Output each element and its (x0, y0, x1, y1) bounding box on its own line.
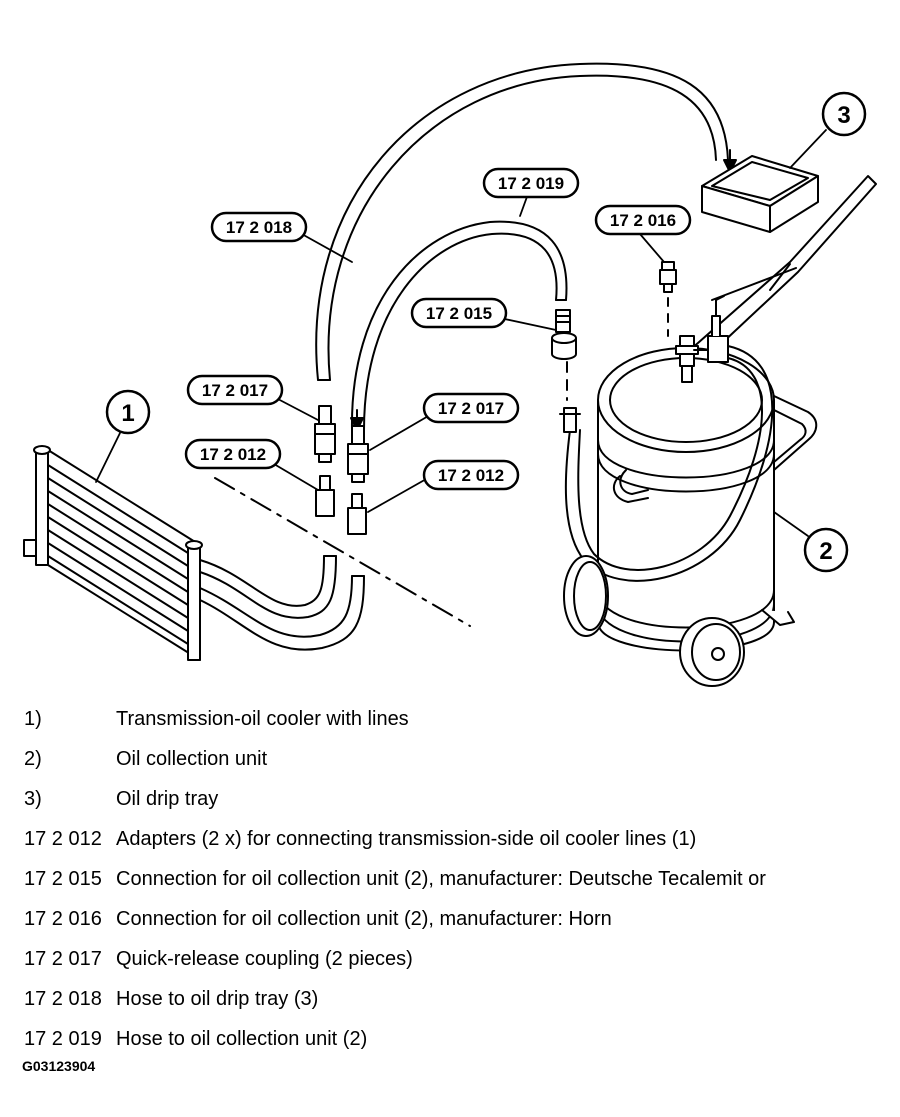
legend-row: 3) Oil drip tray (24, 784, 884, 824)
label-172019-text: 17 2 019 (498, 174, 564, 193)
callout-3: 3 (821, 91, 867, 137)
legend-key: 17 2 018 (24, 988, 102, 1010)
legend-row: 17 2 015 Connection for oil collection u… (24, 864, 884, 904)
legend-desc: Transmission-oil cooler with lines (116, 708, 409, 730)
legend-desc: Oil collection unit (116, 748, 268, 770)
oil-drip-tray (701, 155, 819, 233)
legend: 1) Transmission-oil cooler with lines 2)… (24, 704, 884, 1064)
label-172017-right-text: 17 2 017 (438, 399, 504, 418)
label-172018: 17 2 018 (210, 211, 308, 243)
legend-row: 17 2 019 Hose to oil collection unit (2) (24, 1024, 884, 1064)
legend-desc: Connection for oil collection unit (2), … (116, 908, 612, 930)
hose-to-collection-unit (350, 220, 568, 431)
legend-row: 2) Oil collection unit (24, 744, 884, 784)
callout-2-text: 2 (819, 538, 832, 565)
leader-lines (95, 129, 827, 537)
legend-key: 17 2 019 (24, 1028, 102, 1050)
callout-1: 1 (105, 389, 151, 435)
adapter-left (315, 475, 335, 517)
label-172017-right: 17 2 017 (422, 392, 520, 424)
label-172012-right-text: 17 2 012 (438, 466, 504, 485)
label-172012-left: 17 2 012 (184, 438, 282, 470)
label-172012-right: 17 2 012 (422, 459, 520, 491)
legend-key: 17 2 017 (24, 948, 102, 970)
legend-desc: Hose to oil drip tray (3) (116, 988, 319, 1010)
label-172018-text: 17 2 018 (226, 218, 292, 237)
legend-desc: Hose to oil collection unit (2) (116, 1028, 368, 1050)
oil-collection-unit (559, 175, 877, 687)
connector-172016 (659, 261, 677, 337)
legend-row: 17 2 016 Connection for oil collection u… (24, 904, 884, 944)
legend-key: 1) (24, 708, 42, 730)
arrow-to-tray-icon (723, 149, 737, 173)
label-172016-text: 17 2 016 (610, 211, 676, 230)
label-172015-text: 17 2 015 (426, 304, 492, 323)
transmission-oil-cooler (23, 445, 365, 661)
label-172019: 17 2 019 (482, 167, 580, 199)
callout-3-text: 3 (837, 102, 850, 129)
legend-key: 17 2 015 (24, 868, 102, 890)
arrow-down-icon (350, 409, 364, 431)
legend-desc: Adapters (2 x) for connecting transmissi… (116, 828, 697, 850)
adapter-right (347, 493, 367, 535)
figure-id: G03123904 (22, 1058, 96, 1074)
connector-172015 (551, 309, 577, 401)
legend-desc: Quick-release coupling (2 pieces) (116, 948, 413, 970)
legend-row: 1) Transmission-oil cooler with lines (24, 704, 884, 744)
label-172017-left-text: 17 2 017 (202, 381, 268, 400)
coupling-left (314, 405, 336, 463)
callout-1-text: 1 (121, 400, 134, 427)
legend-key: 2) (24, 748, 42, 770)
callout-2: 2 (803, 527, 849, 573)
axis-line (214, 477, 471, 627)
legend-desc: Oil drip tray (116, 788, 219, 810)
legend-desc: Connection for oil collection unit (2), … (116, 868, 766, 890)
legend-row: 17 2 018 Hose to oil drip tray (3) (24, 984, 884, 1024)
legend-key: 17 2 012 (24, 828, 102, 850)
legend-row: 17 2 012 Adapters (2 x) for connecting t… (24, 824, 884, 864)
legend-key: 17 2 016 (24, 908, 102, 930)
label-172015: 17 2 015 (410, 297, 508, 329)
service-diagram: 17 2 018 17 2 019 17 2 016 17 2 015 17 2… (23, 62, 877, 687)
label-172016: 17 2 016 (594, 204, 692, 236)
legend-key: 3) (24, 788, 42, 810)
legend-row: 17 2 017 Quick-release coupling (2 piece… (24, 944, 884, 984)
label-172012-left-text: 17 2 012 (200, 445, 266, 464)
label-172017-left: 17 2 017 (186, 374, 284, 406)
coupling-right (347, 425, 369, 483)
